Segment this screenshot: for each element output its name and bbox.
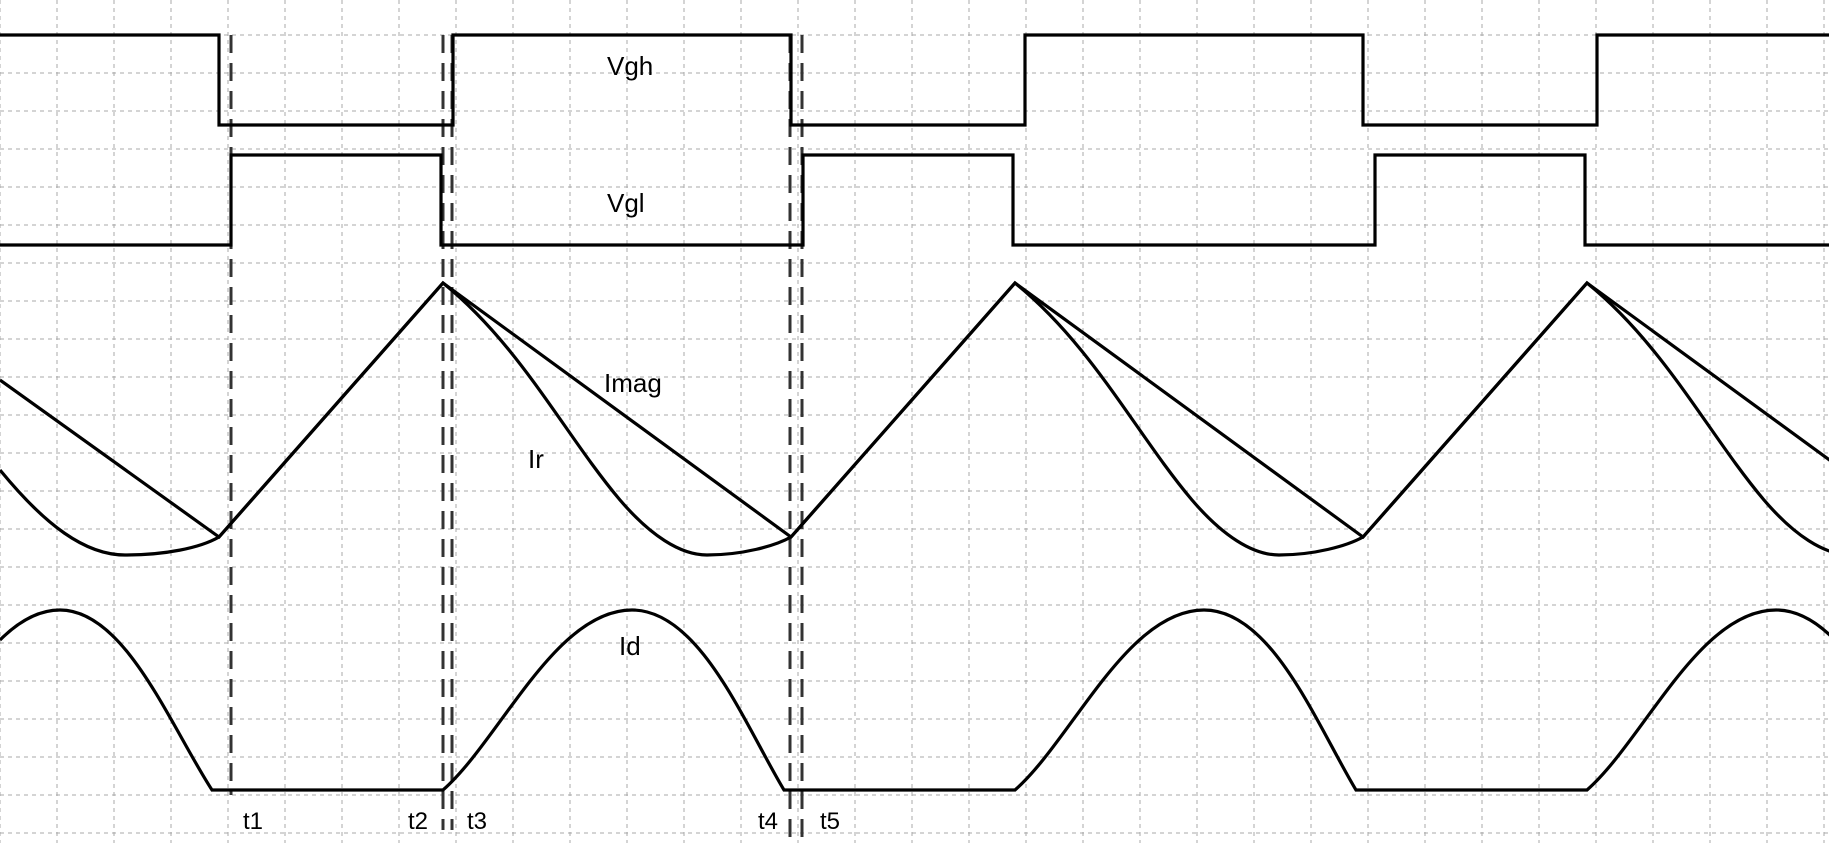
vgl-waveform [0, 153, 1829, 247]
vgh-waveform [0, 33, 1829, 127]
imag-label: Imag [604, 368, 662, 398]
ir-waveform [0, 280, 1829, 557]
marker-label-t2: t2 [408, 808, 428, 835]
marker-label-t4: t4 [758, 808, 778, 835]
id-waveform [0, 608, 1829, 792]
signal-labels: Vgh Vgl Imag Ir Id [528, 51, 662, 661]
vgh-label: Vgh [607, 51, 653, 81]
marker-label-t1: t1 [243, 808, 263, 835]
ir-label: Ir [528, 444, 544, 474]
time-marker-labels: t1 t2 t3 t4 t5 [243, 808, 840, 835]
id-label: Id [619, 631, 641, 661]
marker-label-t3: t3 [467, 808, 487, 835]
waveform-traces [0, 33, 1829, 792]
marker-label-t5: t5 [820, 808, 840, 835]
vgl-label: Vgl [607, 188, 645, 218]
